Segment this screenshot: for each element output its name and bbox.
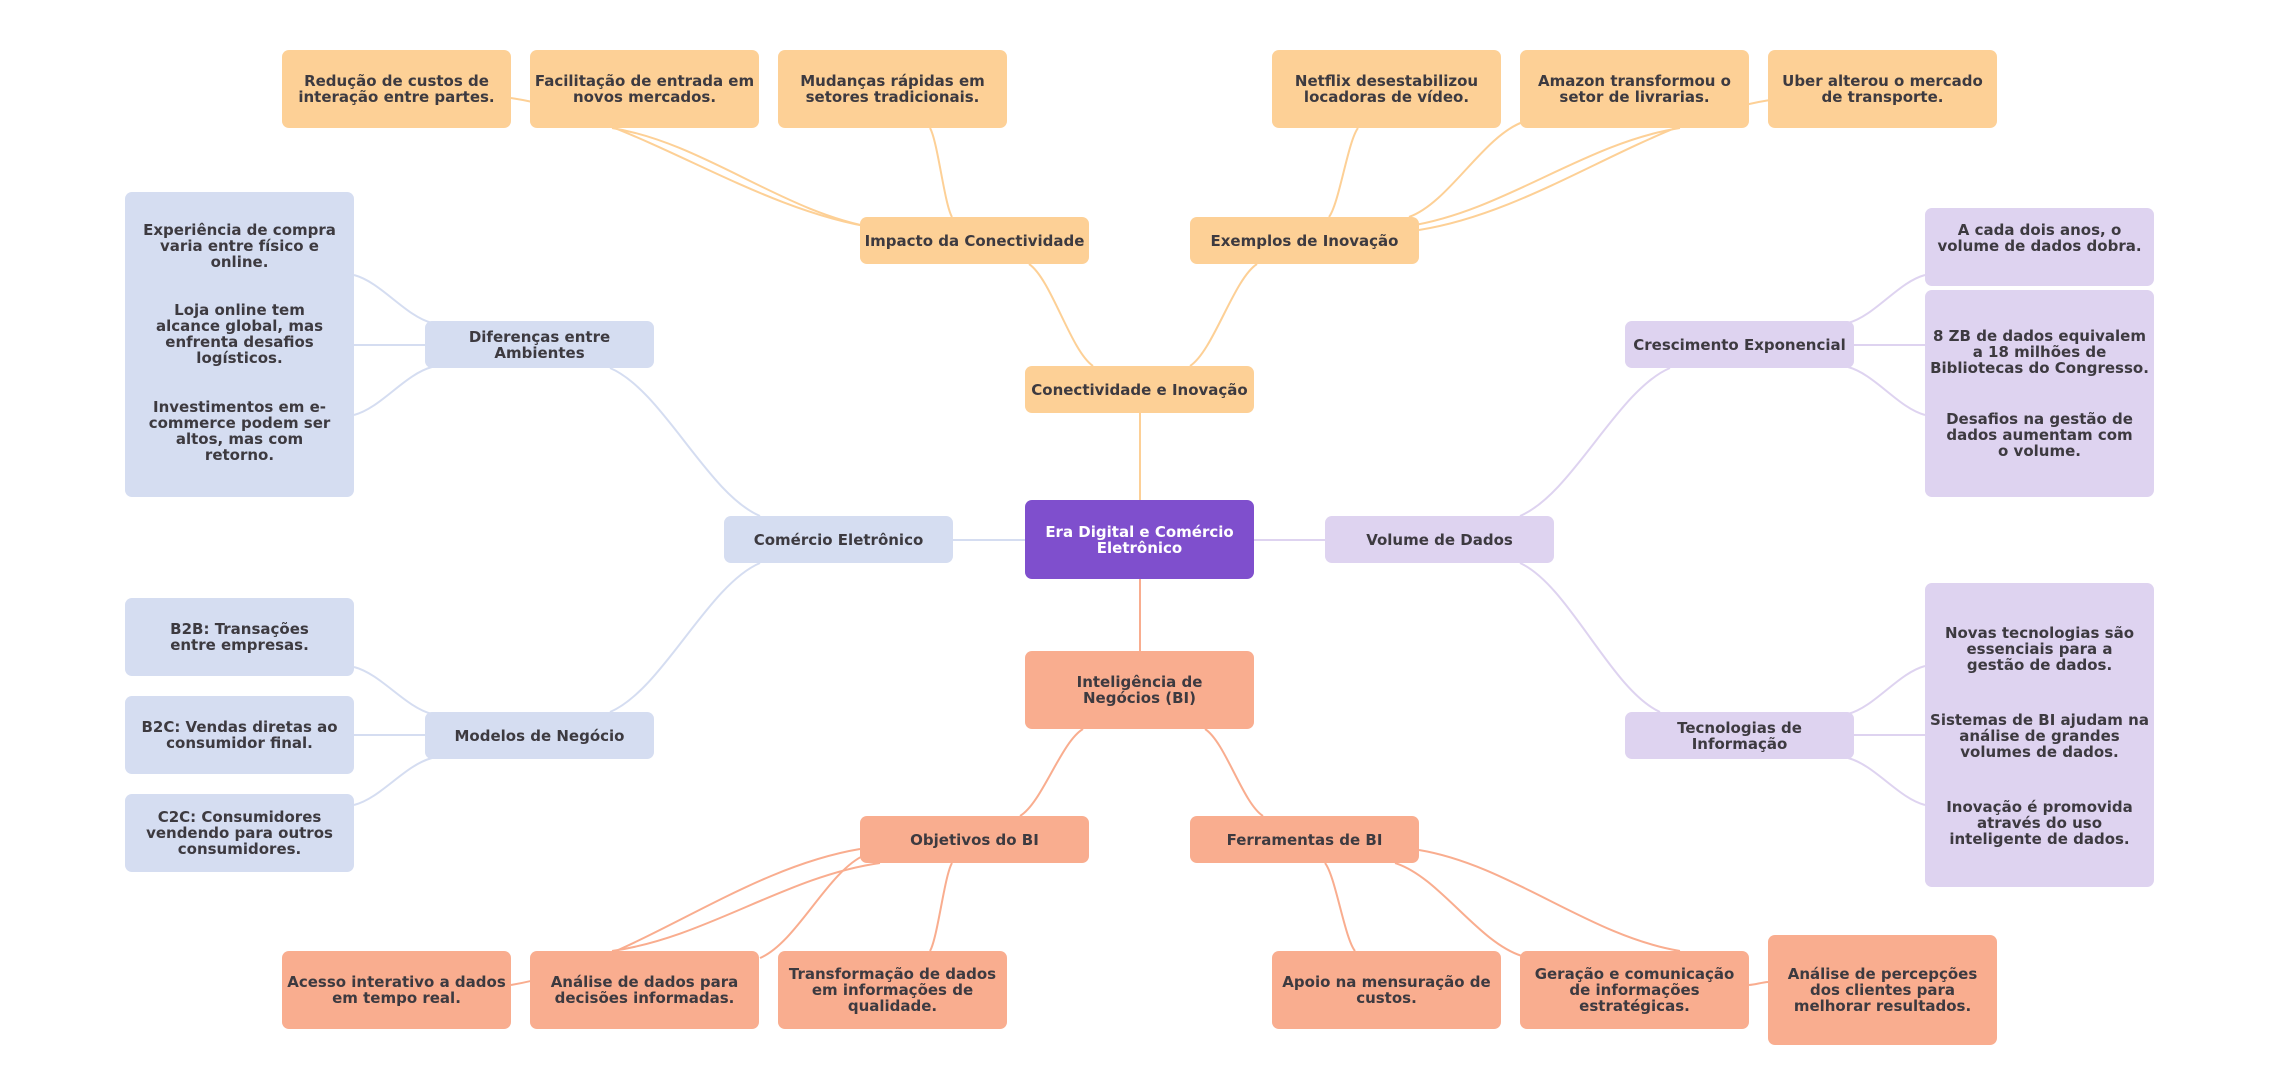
edge-modelos-leaf xyxy=(353,666,433,715)
edge-tecnologias-leaf xyxy=(1847,757,1926,806)
subtopic-node-ferramentas[interactable]: Ferramentas de BI xyxy=(1190,816,1419,863)
leaf-label: B2C: Vendas diretas ao consumidor final. xyxy=(141,718,338,752)
leaf-label[interactable]: 8 ZB de dados equivalem a 18 milhões de … xyxy=(1930,326,2149,377)
edge-diferencas-leaf xyxy=(353,366,433,416)
edge-objetivos-leaf xyxy=(611,862,881,952)
root-node-label: Era Digital e Comércio Eletrônico xyxy=(1045,522,1234,557)
branch-node-comercio[interactable]: Comércio Eletrônico xyxy=(724,516,953,563)
leaf-node[interactable]: Análise de percepções dos clientes para … xyxy=(1768,935,1997,1045)
leaf-label: Apoio na mensuração de custos. xyxy=(1282,973,1491,1007)
leaf-label[interactable]: Sistemas de BI ajudam na análise de gran… xyxy=(1930,710,2149,761)
edge-ferramentas-leaf xyxy=(1394,862,1523,957)
subtopic-label: Modelos de Negócio xyxy=(454,726,625,745)
leaf-label: A cada dois anos, o volume de dados dobr… xyxy=(1937,221,2142,255)
leaf-node[interactable]: B2C: Vendas diretas ao consumidor final. xyxy=(125,696,354,774)
leaf-group-crescimento: 8 ZB de dados equivalem a 18 milhões de … xyxy=(1925,290,2154,497)
edge-modelos-leaf xyxy=(353,757,433,806)
leaf-label[interactable]: Novas tecnologias são essenciais para a … xyxy=(1944,623,2135,674)
leaf-label: Acesso interativo a dados em tempo real. xyxy=(287,973,506,1007)
leaf-group-tecnologias: Novas tecnologias são essenciais para a … xyxy=(1925,583,2154,887)
edge-comercio-modelos xyxy=(609,562,761,713)
root-node[interactable]: Era Digital e Comércio Eletrônico xyxy=(1025,500,1254,579)
edge-bi-objetivos xyxy=(1019,728,1084,817)
leaf-label: Mudanças rápidas em setores tradicionais… xyxy=(800,72,985,106)
edge-ferramentas-leaf xyxy=(1324,862,1356,952)
branch-node-volume[interactable]: Volume de Dados xyxy=(1325,516,1554,563)
branch-node-bi[interactable]: Inteligência de Negócios (BI) xyxy=(1025,651,1254,729)
leaf-label: Análise de percepções dos clientes para … xyxy=(1787,965,1978,1015)
leaf-node[interactable]: Mudanças rápidas em setores tradicionais… xyxy=(778,50,1007,128)
edge-ferramentas-leaf xyxy=(1748,981,1769,986)
edge-tecnologias-leaf xyxy=(1847,665,1926,715)
subtopic-label: Objetivos do BI xyxy=(910,830,1039,849)
subtopic-node-exemplos[interactable]: Exemplos de Inovação xyxy=(1190,217,1419,264)
subtopic-label: Exemplos de Inovação xyxy=(1210,231,1399,250)
subtopic-node-crescimento[interactable]: Crescimento Exponencial xyxy=(1625,321,1854,368)
edge-exemplos-leaf xyxy=(1408,127,1681,227)
leaf-label[interactable]: Inovação é promovida através do uso inte… xyxy=(1946,798,2133,849)
leaf-label[interactable]: Investimentos em e-commerce podem ser al… xyxy=(148,397,331,464)
leaf-node[interactable]: B2B: Transações entre empresas. xyxy=(125,598,354,676)
leaf-node[interactable]: Uber alterou o mercado de transporte. xyxy=(1768,50,1997,128)
edge-objetivos-leaf xyxy=(759,854,866,959)
edge-objetivos-leaf xyxy=(929,862,953,952)
subtopic-node-tecnologias[interactable]: Tecnologias de Informação xyxy=(1625,712,1854,759)
leaf-node[interactable]: Netflix desestabilizou locadoras de víde… xyxy=(1272,50,1501,128)
edge-impacto-leaf xyxy=(611,127,877,229)
leaf-node[interactable]: Análise de dados para decisões informada… xyxy=(530,951,759,1029)
leaf-label: C2C: Consumidores vendendo para outros c… xyxy=(146,808,333,858)
subtopic-label: Impacto da Conectividade xyxy=(864,231,1085,250)
leaf-node[interactable]: Apoio na mensuração de custos. xyxy=(1272,951,1501,1029)
leaf-label: Facilitação de entrada em novos mercados… xyxy=(534,72,755,106)
leaf-node[interactable]: Geração e comunicação de informações est… xyxy=(1520,951,1749,1029)
leaf-node[interactable]: Transformação de dados em informações de… xyxy=(778,951,1007,1029)
branch-label: Comércio Eletrônico xyxy=(753,530,924,549)
subtopic-label: Crescimento Exponencial xyxy=(1633,335,1846,354)
branch-label: Volume de Dados xyxy=(1366,530,1513,549)
edge-comercio-diferencas xyxy=(609,367,761,517)
edge-crescimento-leaf xyxy=(1847,366,1926,416)
leaf-node[interactable]: Redução de custos de interação entre par… xyxy=(282,50,511,128)
subtopic-node-objetivos[interactable]: Objetivos do BI xyxy=(860,816,1089,863)
leaf-label[interactable]: Loja online tem alcance global, mas enfr… xyxy=(155,301,324,368)
branch-label: Conectividade e Inovação xyxy=(1031,380,1248,399)
edge-crescimento-leaf xyxy=(1847,274,1926,324)
branch-label: Inteligência de Negócios (BI) xyxy=(1076,673,1203,707)
leaf-node[interactable]: Amazon transformou o setor de livrarias. xyxy=(1520,50,1749,128)
leaf-label: Transformação de dados em informações de… xyxy=(788,965,997,1015)
leaf-label[interactable]: Desafios na gestão de dados aumentam com… xyxy=(1946,410,2133,461)
edge-ferramentas-leaf xyxy=(1418,849,1681,952)
edge-volume-tecnologias xyxy=(1519,562,1661,713)
edge-exemplos-leaf xyxy=(1328,127,1359,218)
leaf-node[interactable]: C2C: Consumidores vendendo para outros c… xyxy=(125,794,354,872)
edge-bi-ferramentas xyxy=(1204,728,1264,817)
subtopic-node-modelos[interactable]: Modelos de Negócio xyxy=(425,712,654,759)
leaf-group-diferencas: Experiência de compra varia entre físico… xyxy=(125,192,354,497)
leaf-label: B2B: Transações entre empresas. xyxy=(170,620,309,654)
subtopic-label: Diferenças entre Ambientes xyxy=(468,327,611,362)
subtopic-node-diferencas[interactable]: Diferenças entre Ambientes xyxy=(425,321,654,368)
edge-volume-crescimento xyxy=(1519,367,1671,517)
leaf-label: Amazon transformou o setor de livrarias. xyxy=(1538,72,1731,106)
subtopic-node-impacto[interactable]: Impacto da Conectividade xyxy=(860,217,1089,264)
subtopic-label: Ferramentas de BI xyxy=(1226,830,1383,849)
leaf-node[interactable]: A cada dois anos, o volume de dados dobr… xyxy=(1925,208,2154,286)
branch-node-conectividade[interactable]: Conectividade e Inovação xyxy=(1025,366,1254,413)
leaf-label: Análise de dados para decisões informada… xyxy=(550,973,739,1007)
leaf-label[interactable]: Experiência de compra varia entre físico… xyxy=(143,221,336,272)
edge-diferencas-leaf xyxy=(353,274,433,324)
leaf-label: Geração e comunicação de informações est… xyxy=(1534,965,1735,1015)
leaf-node[interactable]: Facilitação de entrada em novos mercados… xyxy=(530,50,759,128)
leaf-node[interactable]: Acesso interativo a dados em tempo real. xyxy=(282,951,511,1029)
edge-impacto-leaf xyxy=(929,127,953,218)
leaf-label: Netflix desestabilizou locadoras de víde… xyxy=(1294,72,1479,106)
edge-exemplos-leaf xyxy=(1408,121,1524,218)
leaf-label: Redução de custos de interação entre par… xyxy=(298,72,495,106)
edge-conectividade-impacto xyxy=(1028,263,1094,367)
leaf-label: Uber alterou o mercado de transporte. xyxy=(1782,72,1983,106)
edge-conectividade-exemplos xyxy=(1189,263,1258,367)
subtopic-label: Tecnologias de Informação xyxy=(1677,718,1802,753)
